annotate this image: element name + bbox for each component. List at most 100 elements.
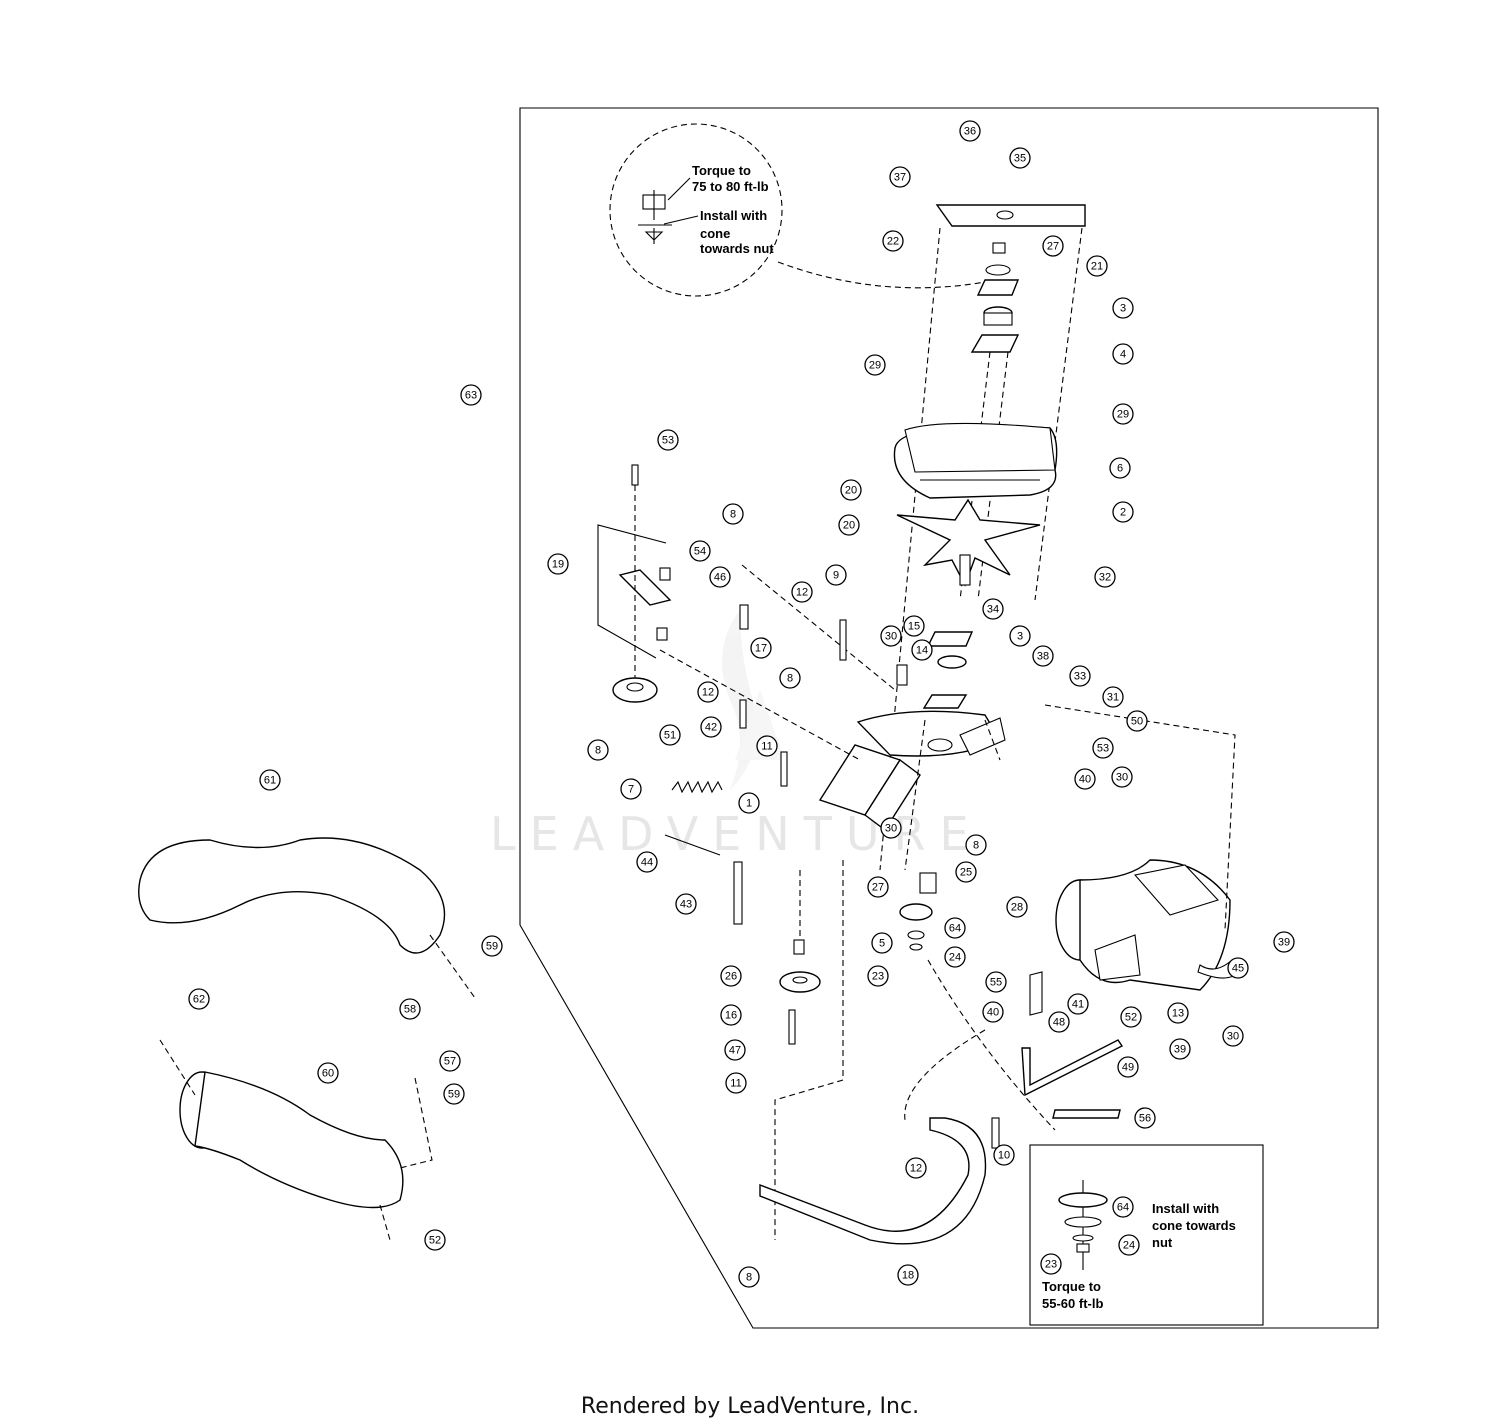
callout-number: 10 — [998, 1150, 1010, 1162]
callout-circle — [1009, 147, 1031, 169]
callout-circle — [882, 230, 904, 252]
callout-circle — [871, 932, 893, 954]
callout-40: 40 — [982, 1001, 1004, 1023]
callout-circle — [399, 998, 421, 1020]
callout-number: 18 — [902, 1270, 914, 1282]
callout-number: 30 — [1227, 1031, 1239, 1043]
callout-61: 61 — [259, 769, 281, 791]
callout-64: 64 — [944, 917, 966, 939]
callout-number: 8 — [973, 840, 979, 852]
callout-50: 50 — [1126, 710, 1148, 732]
callout-5: 5 — [871, 932, 893, 954]
callout-number: 56 — [1139, 1113, 1151, 1125]
callout-circle — [791, 581, 813, 603]
callout-number: 58 — [404, 1004, 416, 1016]
inset-torque-line1: Torque to — [1042, 1279, 1101, 1294]
callout-number: 11 — [730, 1078, 741, 1090]
callout-circle — [750, 637, 772, 659]
callout-number: 40 — [1079, 774, 1091, 786]
callout-number: 12 — [702, 687, 714, 699]
hose-61 — [138, 837, 476, 999]
callout-24: 24 — [944, 946, 966, 968]
callout-number: 52 — [429, 1235, 441, 1247]
callout-30: 30 — [1222, 1025, 1244, 1047]
callout-circle — [880, 625, 902, 647]
callout-circle — [460, 384, 482, 406]
callout-17: 17 — [750, 637, 772, 659]
callout-number: 39 — [1278, 937, 1290, 949]
callout-circle — [982, 598, 1004, 620]
callout-34: 34 — [982, 598, 1004, 620]
callout-49: 49 — [1117, 1056, 1139, 1078]
callout-circle — [1032, 645, 1054, 667]
callout-number: 59 — [448, 1089, 460, 1101]
callout-number: 30 — [885, 823, 897, 835]
callout-circle — [1112, 403, 1134, 425]
callout-number: 60 — [322, 1068, 334, 1080]
bolts-misc — [739, 619, 908, 787]
callout-23: 23 — [867, 965, 889, 987]
callout-number: 55 — [990, 977, 1002, 989]
callout-53: 53 — [657, 429, 679, 451]
fan-housing — [893, 422, 1058, 499]
callout-number: 40 — [987, 1007, 999, 1019]
callout-22: 22 — [882, 230, 904, 252]
callout-11: 11 — [756, 735, 778, 757]
callout-circle — [722, 503, 744, 525]
callout-number: 21 — [1091, 261, 1103, 273]
callout-63: 63 — [460, 384, 482, 406]
callout-12: 12 — [791, 581, 813, 603]
callout-42: 42 — [700, 716, 722, 738]
callout-circle — [1040, 1253, 1062, 1275]
callout-12: 12 — [905, 1157, 927, 1179]
callout-59: 59 — [443, 1083, 465, 1105]
callout-number: 8 — [787, 673, 793, 685]
pulley-51 — [612, 677, 658, 703]
callout-circle — [1118, 1234, 1140, 1256]
callout-circle — [897, 1264, 919, 1286]
callout-number: 42 — [705, 722, 717, 734]
callout-circle — [1092, 737, 1114, 759]
callout-number: 63 — [465, 390, 477, 402]
discharge-chute — [984, 704, 1241, 991]
footer-credit: Rendered by LeadVenture, Inc. — [580, 1394, 920, 1419]
callout-number: 59 — [486, 941, 498, 953]
note-torque-line2: 75 to 80 ft-lb — [692, 179, 769, 194]
callout-7: 7 — [620, 778, 642, 800]
callout-number: 34 — [987, 604, 999, 616]
callout-number: 30 — [1116, 772, 1128, 784]
callout-number: 53 — [1097, 743, 1109, 755]
callout-circle — [1112, 501, 1134, 523]
callout-29: 29 — [1112, 403, 1134, 425]
callout-28: 28 — [1006, 896, 1028, 918]
callout-number: 49 — [1122, 1062, 1134, 1074]
callout-number: 38 — [1037, 651, 1049, 663]
callout-number: 13 — [1172, 1008, 1184, 1020]
callout-number: 19 — [552, 559, 564, 571]
callout-number: 2 — [1120, 507, 1126, 519]
callout-number: 54 — [694, 546, 706, 558]
callout-32: 32 — [1094, 566, 1116, 588]
inset-install-line2: cone towards — [1152, 1218, 1236, 1233]
callout-26: 26 — [720, 965, 742, 987]
callout-60: 60 — [317, 1062, 339, 1084]
callout-circle — [1111, 766, 1133, 788]
callout-circle — [1227, 957, 1249, 979]
callout-circle — [738, 792, 760, 814]
callout-20: 20 — [838, 514, 860, 536]
callout-circle — [1094, 566, 1116, 588]
inset-torque-line2: 55-60 ft-lb — [1042, 1296, 1103, 1311]
callout-8: 8 — [587, 739, 609, 761]
impeller — [896, 498, 1041, 587]
callout-number: 14 — [916, 645, 928, 657]
callout-circle — [1112, 297, 1134, 319]
callout-1: 1 — [738, 792, 760, 814]
inset-install-line3: nut — [1152, 1235, 1173, 1250]
callout-number: 31 — [1107, 692, 1119, 704]
callout-circle — [756, 735, 778, 757]
callout-23: 23 — [1040, 1253, 1062, 1275]
shaft-43 — [664, 834, 743, 925]
callout-number: 29 — [1117, 409, 1129, 421]
callout-number: 32 — [1099, 572, 1111, 584]
